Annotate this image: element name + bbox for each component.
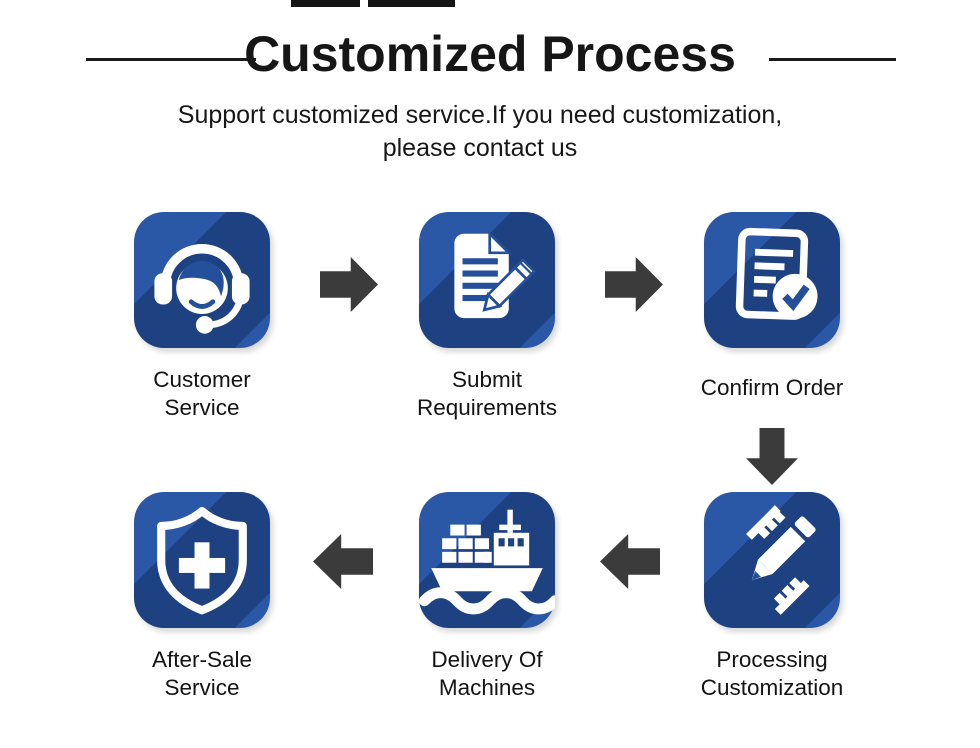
arrow-left-icon — [313, 534, 373, 589]
confirm-order-label: Confirm Order — [642, 374, 902, 402]
headset-icon — [154, 244, 250, 334]
page-title: Customized Process — [244, 26, 736, 82]
label-line: Processing — [716, 647, 828, 672]
label-line: Machines — [438, 675, 536, 700]
confirm-order-tile — [704, 212, 840, 348]
arrow-down-icon — [746, 428, 798, 485]
processing-customization-label: Processing Customization — [642, 646, 902, 702]
document-check-icon — [735, 227, 818, 320]
label-line: Submit — [451, 367, 523, 392]
shield-plus-icon — [157, 506, 247, 615]
submit-requirements-tile — [419, 212, 555, 348]
delivery-of-machines-tile — [419, 492, 555, 628]
customer-service-tile — [134, 212, 270, 348]
label-line: Service — [164, 675, 240, 700]
arrow-right-icon — [320, 257, 378, 312]
title-rule-left — [86, 58, 256, 61]
pencil-ruler-icon — [746, 505, 816, 615]
cargo-ship-icon — [419, 509, 555, 615]
after-sale-service-tile — [134, 492, 270, 628]
label-line: Customer — [153, 367, 251, 392]
document-pencil-icon — [454, 230, 537, 319]
subtitle-line-1: Support customized service.If you need c… — [177, 101, 783, 129]
customer-service-label: Customer Service — [72, 366, 332, 422]
arrow-right-icon — [605, 257, 663, 312]
label-line: Requirements — [416, 395, 558, 420]
after-sale-service-label: After-Sale Service — [72, 646, 332, 702]
label-line: Customization — [700, 675, 844, 700]
subtitle-line-2: please contact us — [382, 134, 578, 162]
page-subtitle: Support customized service.If you need c… — [0, 99, 960, 165]
label-line: After-Sale — [151, 647, 253, 672]
processing-customization-tile — [704, 492, 840, 628]
delivery-of-machines-label: Delivery Of Machines — [357, 646, 617, 702]
label-line: Confirm Order — [700, 375, 844, 400]
cropped-top-graphic — [291, 0, 455, 7]
label-line: Delivery Of — [431, 647, 543, 672]
title-rule-right — [769, 58, 896, 61]
label-line: Service — [164, 395, 240, 420]
submit-requirements-label: Submit Requirements — [357, 366, 617, 422]
arrow-left-icon — [600, 534, 660, 589]
